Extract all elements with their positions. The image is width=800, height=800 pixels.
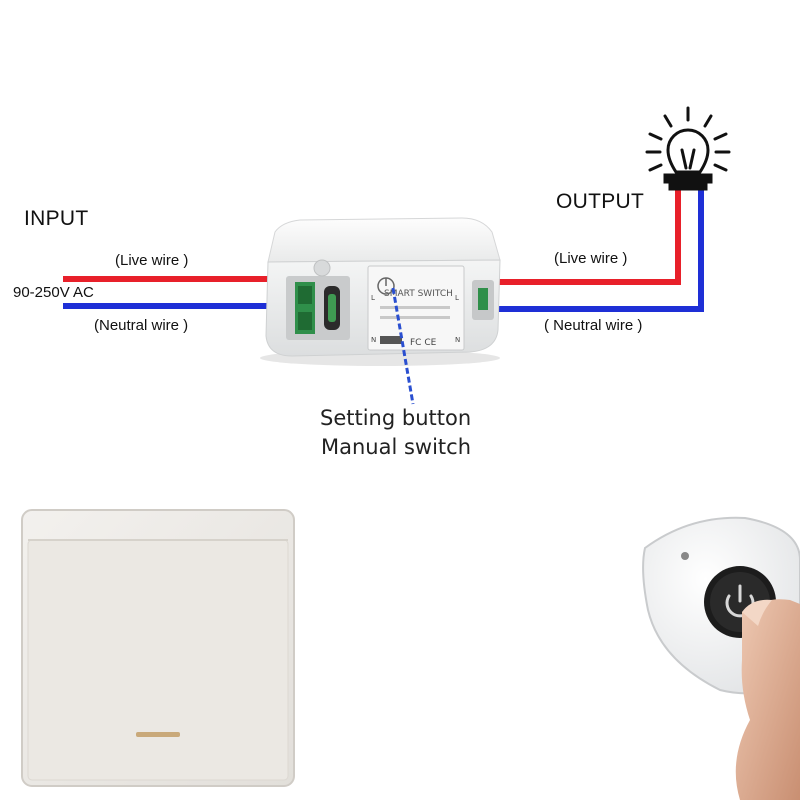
terminal-l-out: L: [455, 294, 459, 302]
terminal-l-in: L: [371, 294, 375, 302]
cert-marks: FC CE: [410, 338, 437, 348]
output-neutral-wire: [483, 188, 704, 312]
callout-manual-switch: Manual switch: [321, 435, 472, 459]
terminal-n-in: N: [371, 336, 376, 344]
output-title: OUTPUT: [556, 190, 645, 213]
smart-switch-module: SMART SWITCH FC CE L N L N: [260, 217, 501, 366]
module-brand-text: SMART SWITCH: [384, 289, 453, 299]
wall-switch-panel: [21, 509, 295, 787]
output-live-label: (Live wire ): [554, 250, 628, 267]
input-neutral-label: (Neutral wire ): [94, 317, 189, 334]
output-live-wire: [483, 188, 681, 285]
input-live-label: (Live wire ): [115, 252, 189, 269]
input-voltage: 90-250V AC: [13, 284, 94, 301]
input-neutral-wire: [63, 303, 278, 309]
setting-button-pointer: [391, 287, 415, 405]
light-bulb-icon: [645, 106, 731, 191]
callout-setting-button: Setting button: [320, 406, 472, 430]
input-live-wire: [63, 276, 278, 282]
hand: [735, 599, 800, 800]
terminal-n-out: N: [455, 336, 460, 344]
input-title: INPUT: [24, 207, 89, 230]
output-neutral-label: ( Neutral wire ): [544, 317, 643, 334]
